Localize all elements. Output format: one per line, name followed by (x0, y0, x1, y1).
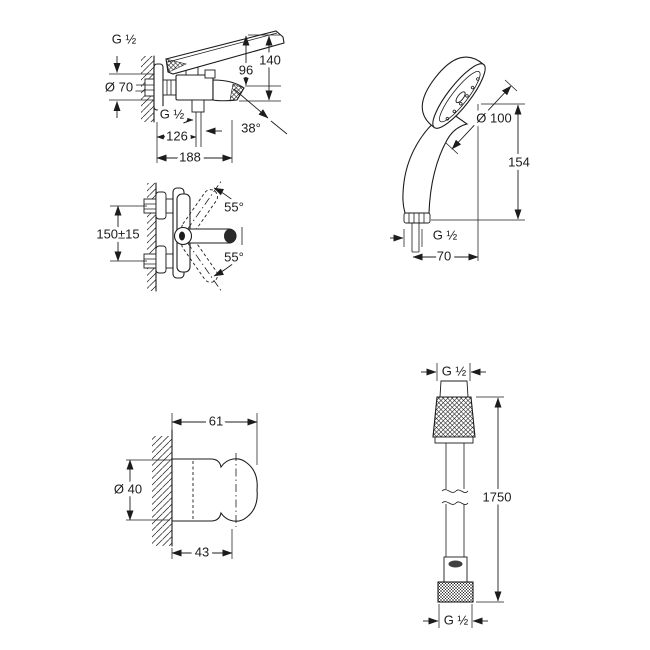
brand-oval (448, 560, 463, 568)
hose-collar (434, 436, 474, 444)
dim-label-188: 188 (179, 150, 201, 165)
mixer-front-view: G ½ Ø 70 96 140 G ½ 126 188 38° (101, 28, 288, 168)
dim-label-shower-thread: G ½ (433, 228, 458, 243)
dim-label-thread-top: G ½ (112, 32, 137, 47)
dim-label-mounting-distance: 150±15 (96, 227, 139, 242)
ext-flange (109, 73, 154, 101)
lever-base-hatch (165, 58, 187, 73)
spout (212, 79, 245, 102)
escutcheon (153, 63, 164, 111)
break-line-top (441, 489, 469, 493)
lever-handle (165, 30, 285, 75)
centerline-up (186, 179, 223, 231)
arc-arrow-up (213, 187, 236, 203)
ext-right (239, 34, 281, 102)
dim-label-angle: 38° (241, 121, 261, 136)
dim-label-154: 154 (508, 155, 530, 170)
lever-position-up (181, 189, 218, 236)
escutcheon-bottom (155, 245, 167, 274)
union-nut (162, 79, 177, 96)
connector-bottom (165, 253, 174, 269)
hose-tube (445, 443, 465, 557)
pivot-dot (179, 231, 185, 241)
wall-holder-view: 61 Ø 40 43 (110, 410, 258, 563)
outlet-nipple (191, 99, 205, 113)
mixer-side-view: 150±15 55° 55° (93, 179, 247, 293)
dim-label-flange-diameter: Ø 70 (105, 80, 133, 95)
dim-label-1750: 1750 (483, 490, 512, 505)
dim-label-hose-thread-bottom: G ½ (444, 613, 469, 628)
shower-hose-view: G ½ 1750 G ½ (421, 360, 515, 631)
dim-label-126: 126 (166, 129, 188, 144)
outlet-pipe (195, 112, 202, 147)
lever-handle (182, 227, 243, 245)
hose-top-fitting (439, 380, 469, 398)
lever-tip (224, 229, 236, 243)
holder-body (171, 458, 258, 522)
hose-knurled-nut (437, 581, 474, 603)
dim-angle-tail (270, 120, 288, 135)
dim-label-hose-thread-top: G ½ (442, 364, 467, 379)
connector-top (165, 198, 174, 214)
ext-length (431, 103, 525, 261)
dim-label-140: 140 (259, 53, 281, 68)
lever-position-down (181, 236, 218, 283)
break-line-bottom (441, 501, 469, 505)
dim-label-angle-up: 55° (224, 200, 244, 215)
dim-label-angle-down: 55° (224, 250, 244, 265)
escutcheon-top (155, 191, 167, 220)
body-step (204, 69, 216, 79)
hose-knurled-cone (432, 396, 476, 438)
dim-head-diameter (451, 85, 512, 150)
centerline-down (186, 241, 223, 293)
ext-thread-top (436, 363, 471, 381)
ext-hose-length (476, 396, 504, 603)
dim-label-holder-diameter: Ø 40 (114, 482, 142, 497)
handle-tube (411, 223, 420, 253)
arc-arrow-down (213, 261, 236, 277)
dim-label-body-depth: 43 (195, 545, 209, 560)
dim-label-total-depth: 61 (209, 414, 223, 429)
hand-shower-view: Ø 100 154 G ½ 70 (390, 56, 533, 267)
ext-thread-bottom (438, 604, 473, 628)
ext-thread (403, 229, 423, 247)
mixer-body (175, 74, 214, 101)
dim-label-70: 70 (437, 249, 451, 264)
dim-label-head-diameter: Ø 100 (476, 111, 511, 126)
wall-hatch (147, 183, 156, 291)
dim-label-96: 96 (239, 63, 253, 78)
wall-hatch (152, 436, 172, 546)
dim-label-thread-bottom: G ½ (160, 107, 185, 122)
dim-angle-leg (233, 88, 269, 119)
ext-head-diameter (445, 79, 518, 155)
handle-end-cap (403, 212, 431, 224)
